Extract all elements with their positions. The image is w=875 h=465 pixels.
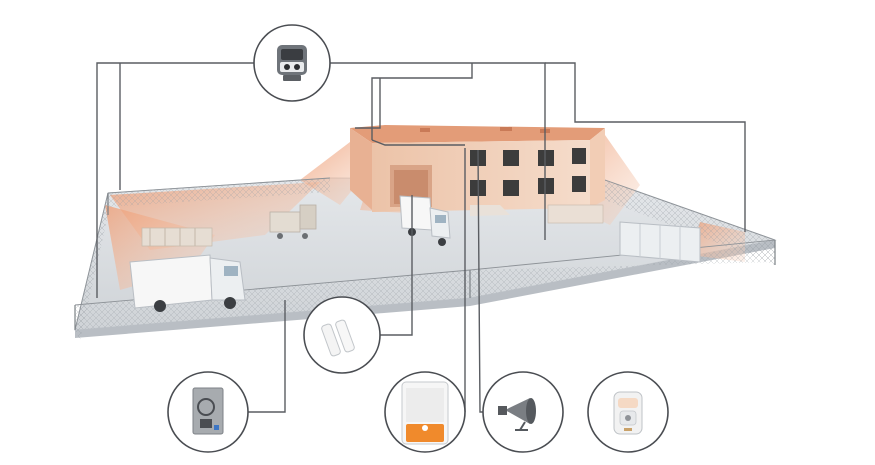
camera-callout[interactable] [253, 24, 331, 102]
motion-detector-icon [613, 391, 643, 435]
wiring-lines [96, 62, 746, 413]
truck-front [129, 254, 246, 312]
forklift-area [269, 204, 317, 239]
shelving-left [141, 227, 213, 247]
horn-speaker-icon [498, 398, 536, 431]
keypad-icon [192, 387, 224, 435]
door-contact-icon [321, 319, 355, 357]
storage-containers [619, 221, 701, 263]
siren-callout[interactable] [384, 371, 466, 453]
pallets-right [547, 204, 604, 224]
truck-yard [399, 195, 451, 246]
siren-icon [401, 381, 449, 445]
keypad-callout[interactable] [167, 371, 249, 453]
motion-detector-callout[interactable] [587, 371, 669, 453]
speaker-callout[interactable] [482, 371, 564, 453]
camera-icon [277, 45, 307, 81]
magnetic-contact-callout[interactable] [303, 296, 381, 374]
